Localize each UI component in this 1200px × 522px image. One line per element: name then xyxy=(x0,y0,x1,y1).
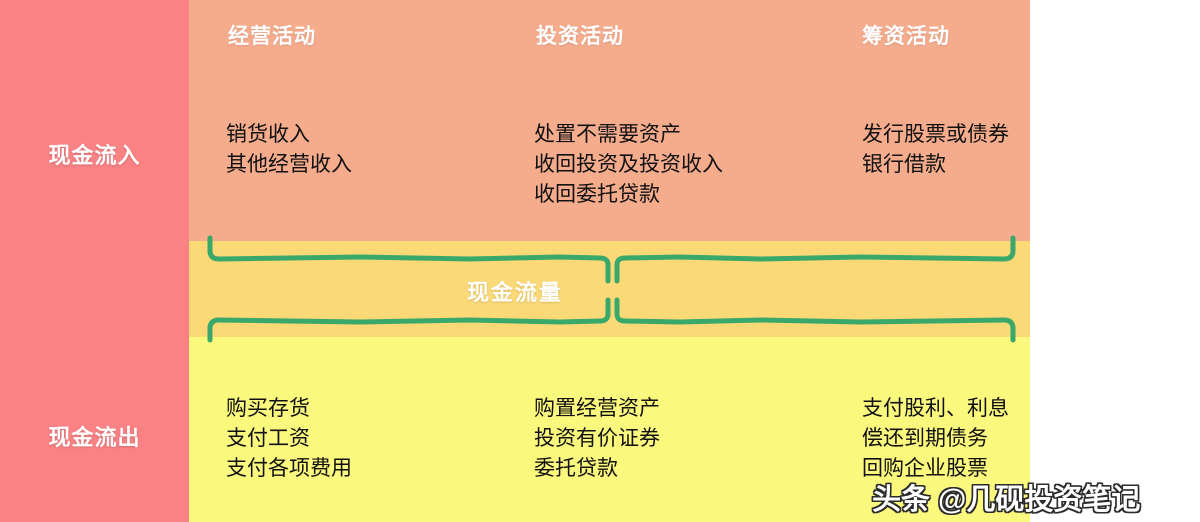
watermark-text: 头条 @几砚投资笔记 xyxy=(872,484,1141,516)
list-item: 支付股利、利息 xyxy=(862,397,1009,420)
list-item: 回购企业股票 xyxy=(862,457,988,480)
outflow-items-financing: 支付股利、利息 偿还到期债务 回购企业股票 xyxy=(862,394,1009,484)
list-item: 投资有价证券 xyxy=(534,427,660,450)
inflow-items-investing: 处置不需要资产 收回投资及投资收入 收回委托贷款 xyxy=(534,120,723,210)
list-item: 购买存货 xyxy=(226,397,310,420)
row-label-cash-outflow: 现金流出 xyxy=(48,425,141,450)
column-header-investing: 投资活动 xyxy=(536,25,624,48)
list-item: 发行股票或债券 xyxy=(862,123,1009,146)
list-item: 偿还到期债务 xyxy=(862,427,988,450)
outflow-items-investing: 购置经营资产 投资有价证券 委托贷款 xyxy=(534,394,660,484)
list-item: 委托贷款 xyxy=(534,457,618,480)
list-item: 购置经营资产 xyxy=(534,397,660,420)
list-item: 处置不需要资产 xyxy=(534,123,681,146)
list-item: 银行借款 xyxy=(862,153,946,176)
inflow-items-financing: 发行股票或债券 银行借款 xyxy=(862,120,1009,180)
inflow-items-operating: 销货收入 其他经营收入 xyxy=(226,120,352,180)
list-item: 收回委托贷款 xyxy=(534,183,660,206)
middle-band-label: 现金流量 xyxy=(466,280,563,305)
list-item: 支付各项费用 xyxy=(226,457,352,480)
column-header-operating: 经营活动 xyxy=(228,25,316,48)
list-item: 销货收入 xyxy=(226,123,310,146)
label-column-background xyxy=(0,0,189,522)
outflow-row-background xyxy=(189,337,1030,522)
column-header-financing: 筹资活动 xyxy=(862,25,950,48)
list-item: 其他经营收入 xyxy=(226,153,352,176)
list-item: 收回投资及投资收入 xyxy=(534,153,723,176)
row-label-cash-inflow: 现金流入 xyxy=(48,143,141,168)
outflow-items-operating: 购买存货 支付工资 支付各项费用 xyxy=(226,394,352,484)
list-item: 支付工资 xyxy=(226,427,310,450)
inflow-row-background xyxy=(189,0,1030,241)
